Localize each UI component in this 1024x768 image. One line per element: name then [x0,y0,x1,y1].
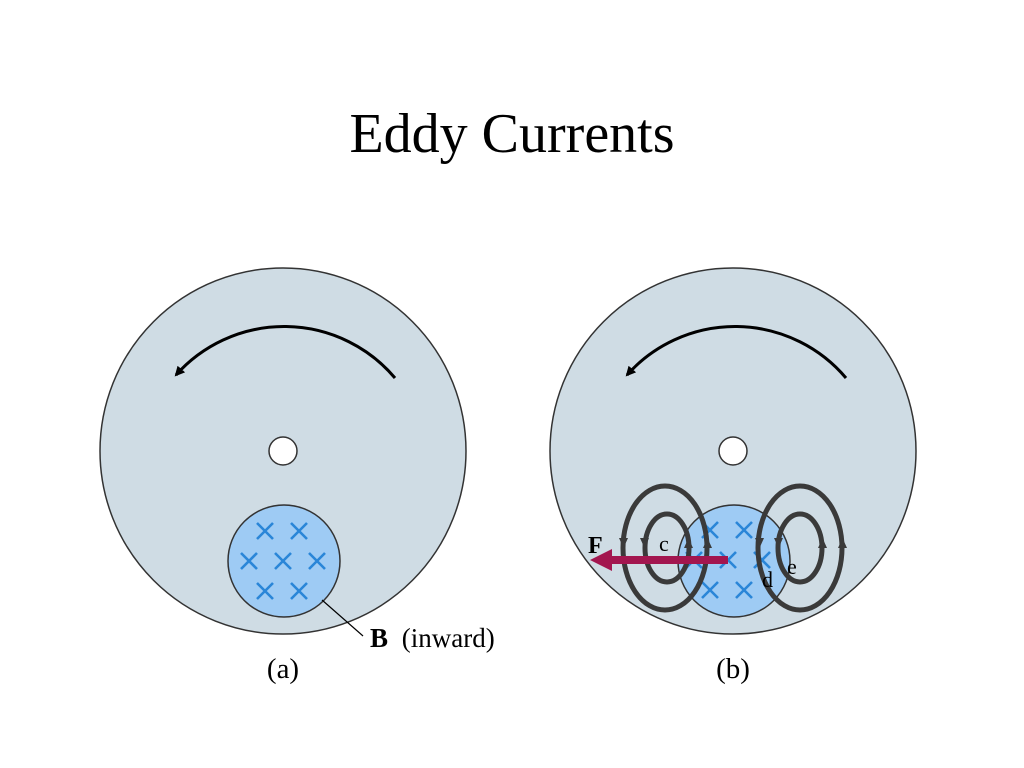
field-leader-line [321,599,364,637]
loop-arrowhead [619,538,628,548]
field-x-mark [308,552,326,570]
panel-a: B (inward) (a) [99,267,495,685]
rotation-arrow-b [625,325,848,379]
force-arrow-head [590,549,612,571]
loop-arrowhead [774,538,783,548]
field-x-mark [256,522,274,540]
field-x-mark [735,581,753,599]
field-x-mark [290,522,308,540]
caption-b: (b) [716,653,750,685]
caption-a: (a) [267,653,299,685]
field-x-mark [701,581,719,599]
loop-arrowhead [684,538,693,548]
loop-arrowhead [838,538,847,548]
axle-hole-b [718,436,748,466]
field-x-mark [274,552,292,570]
loop-arrowhead [755,538,764,548]
loop-direction-arrows [619,538,847,548]
field-x-marks-a [240,522,326,600]
field-x-mark [735,521,753,539]
point-c-label: c [659,531,669,556]
slide-title: Eddy Currents [349,103,675,165]
field-label: B (inward) [370,623,495,653]
loop-arrowhead [818,538,827,548]
field-x-mark [256,582,274,600]
point-e-label: e [787,554,797,579]
field-direction: (inward) [402,623,495,653]
loop-arrowhead [703,538,712,548]
axle-hole-a [268,436,298,466]
field-symbol: B [370,623,388,653]
panel-b: F c d e (b) [549,267,917,685]
field-x-mark [240,552,258,570]
point-d-label: d [762,567,773,592]
field-x-mark [290,582,308,600]
loop-arrowhead [640,538,649,548]
rotation-arrow-a [174,325,397,379]
force-label: F [588,533,603,559]
